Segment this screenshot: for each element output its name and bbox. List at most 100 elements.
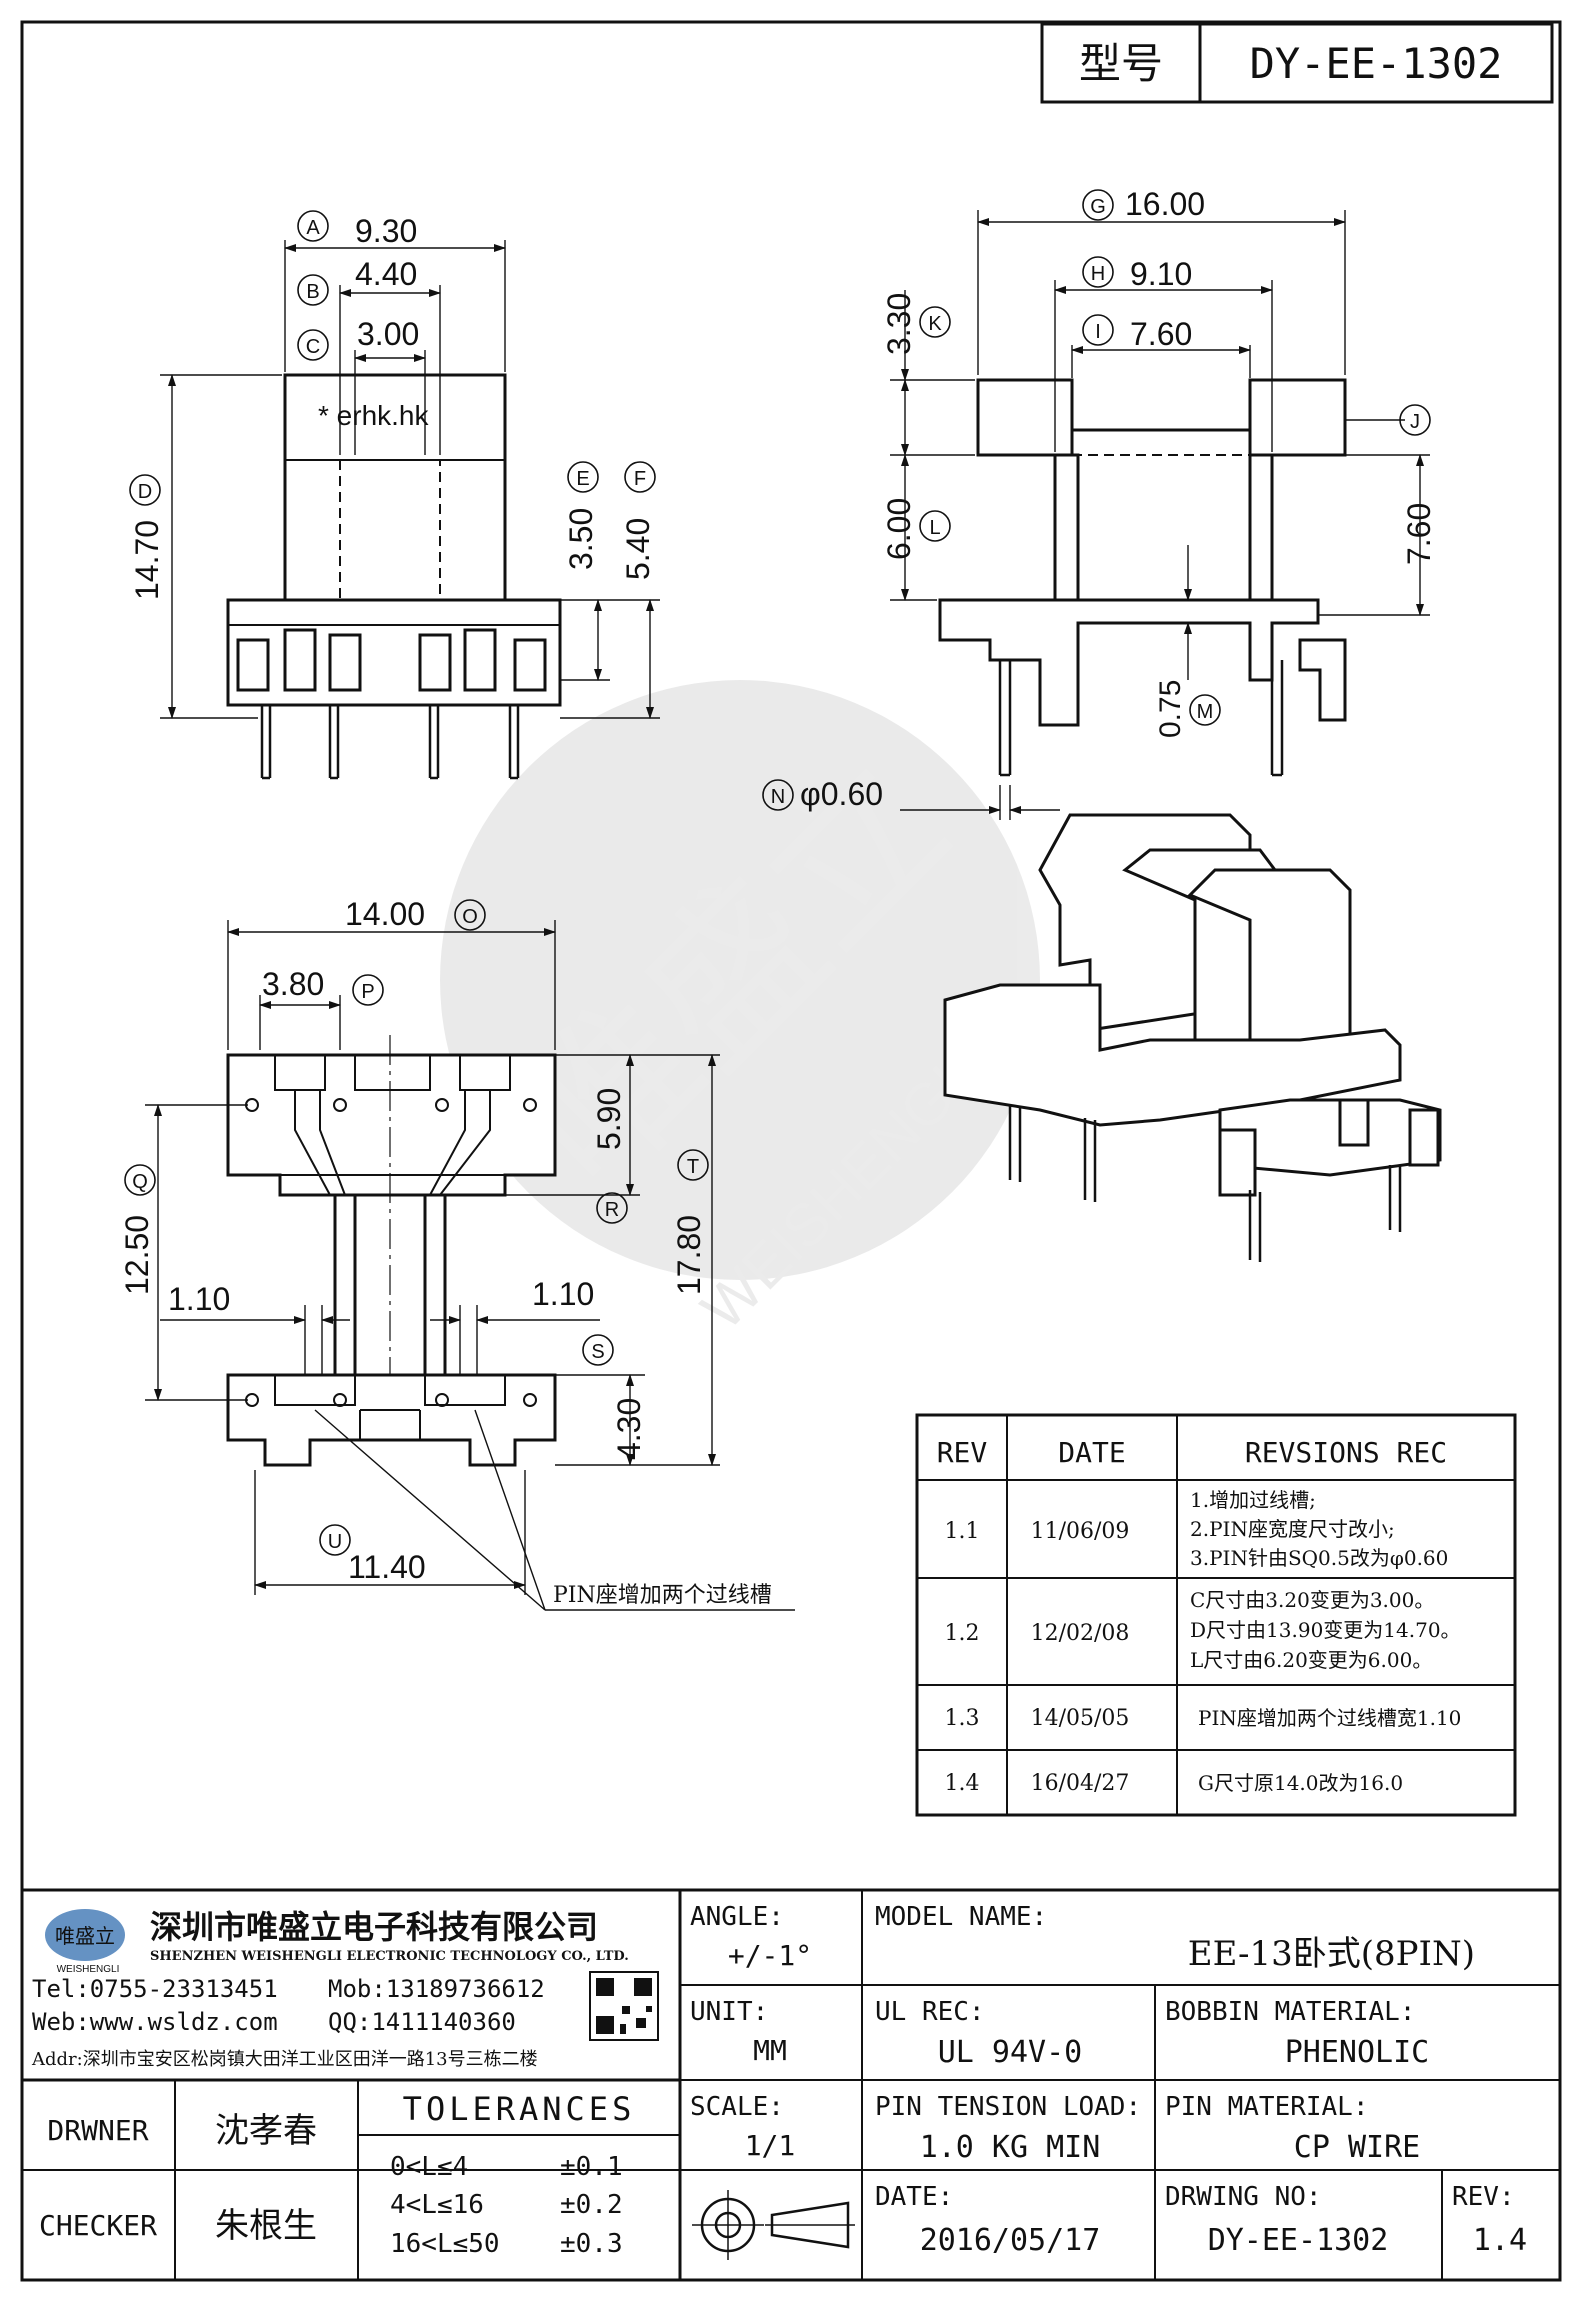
rev-header-date: DATE bbox=[1058, 1436, 1125, 1469]
revision-table: REV DATE REVSIONS REC 1.1 11/06/09 1.增加过… bbox=[915, 1413, 1517, 1817]
svg-text:1.10: 1.10 bbox=[532, 1276, 594, 1312]
drawer-name: 沈孝春 bbox=[215, 2111, 317, 2151]
tol-row-3-range: 16<L≤50 bbox=[390, 2229, 500, 2259]
rev-label: REV: bbox=[1452, 2182, 1515, 2212]
svg-text:14.00: 14.00 bbox=[345, 896, 425, 932]
dim-C: C 3.00 bbox=[297, 316, 419, 361]
bobbin-material-label: BOBBIN MATERIAL: bbox=[1165, 1997, 1415, 2027]
dim-M: M 0.75 bbox=[1154, 680, 1221, 738]
svg-text:O: O bbox=[462, 906, 478, 928]
rev-row-2-date: 12/02/08 bbox=[1031, 1621, 1130, 1646]
svg-text:9.30: 9.30 bbox=[355, 213, 417, 249]
rev-row-4-line-1: G尺寸原14.0改为16.0 bbox=[1198, 1771, 1403, 1795]
pin-material-value: CP WIRE bbox=[1294, 2130, 1420, 2165]
dim-110-left: 1.10 bbox=[168, 1281, 230, 1317]
watermark: 唯盛立 WEISHENGLI bbox=[440, 680, 1040, 1342]
rev-row-4-date: 16/04/27 bbox=[1031, 1771, 1130, 1796]
model-name-label: MODEL NAME: bbox=[875, 1902, 1047, 1932]
dim-O: O 14.00 bbox=[345, 896, 486, 932]
svg-text:3.00: 3.00 bbox=[357, 316, 419, 352]
svg-text:17.80: 17.80 bbox=[671, 1215, 707, 1295]
unit-value: MM bbox=[753, 2034, 787, 2067]
rev-header-rev: REV bbox=[937, 1436, 988, 1469]
company-tel: Tel:0755-23313451 bbox=[32, 1975, 278, 2003]
company-mob: Mob:13189736612 bbox=[328, 1975, 545, 2003]
dim-D: D 14.70 bbox=[129, 474, 165, 600]
rev-row-2-line-2: D尺寸由13.90变更为14.70。 bbox=[1190, 1618, 1461, 1642]
model-box-value: DY-EE-1302 bbox=[1250, 39, 1503, 88]
unit-label: UNIT: bbox=[690, 1997, 768, 2027]
company-qq: QQ:1411140360 bbox=[328, 2008, 516, 2036]
svg-text:D: D bbox=[138, 481, 152, 503]
svg-text:S: S bbox=[591, 1341, 604, 1363]
dim-H: H 9.10 bbox=[1082, 256, 1192, 292]
svg-text:12.50: 12.50 bbox=[119, 1215, 155, 1295]
dim-760-side: 7.60 bbox=[1401, 503, 1437, 565]
drawing-no-value: DY-EE-1302 bbox=[1208, 2223, 1389, 2258]
pin-tension-value: 1.0 KG MIN bbox=[920, 2130, 1101, 2165]
tol-row-2-range: 4<L≤16 bbox=[390, 2190, 484, 2220]
tolerances-title: TOLERANCES bbox=[403, 2090, 636, 2128]
drawing-no-label: DRWING NO: bbox=[1165, 2182, 1322, 2212]
rev-value: 1.4 bbox=[1473, 2223, 1527, 2258]
logo-subtext: WEISHENGLI bbox=[57, 1964, 120, 1975]
svg-text:3.30: 3.30 bbox=[881, 293, 917, 355]
rev-row-1-rev: 1.1 bbox=[945, 1519, 980, 1544]
svg-text:3.50: 3.50 bbox=[563, 508, 599, 570]
date-value: 2016/05/17 bbox=[920, 2223, 1101, 2258]
angle-value: +/-1° bbox=[728, 1939, 812, 1972]
svg-text:R: R bbox=[605, 1199, 619, 1221]
svg-text:C: C bbox=[306, 336, 320, 358]
sheet-border bbox=[20, 20, 1562, 2282]
svg-text:E: E bbox=[576, 468, 589, 490]
model-box-label: 型号 bbox=[1079, 40, 1163, 87]
scale-label: SCALE: bbox=[690, 2092, 784, 2122]
dim-430: 4.30 bbox=[611, 1398, 647, 1460]
svg-text:11.40: 11.40 bbox=[348, 1549, 426, 1585]
dim-F: F5.40 bbox=[620, 461, 656, 580]
rev-row-3-date: 14/05/05 bbox=[1031, 1706, 1130, 1731]
ul-rec-label: UL REC: bbox=[875, 1997, 985, 2027]
svg-text:9.10: 9.10 bbox=[1130, 256, 1192, 292]
dim-U: U11.40 bbox=[319, 1524, 426, 1585]
svg-text:7.60: 7.60 bbox=[1130, 316, 1192, 352]
pin-material-label: PIN MATERIAL: bbox=[1165, 2092, 1369, 2122]
svg-text:F: F bbox=[634, 468, 646, 490]
rev-row-1-line-3: 3.PIN针由SQ0.5改为φ0.60 bbox=[1190, 1546, 1448, 1570]
rev-row-3-rev: 1.3 bbox=[945, 1706, 980, 1731]
svg-text:14.70: 14.70 bbox=[129, 520, 165, 600]
svg-text:M: M bbox=[1197, 701, 1214, 723]
svg-text:Q: Q bbox=[132, 1171, 148, 1193]
svg-text:H: H bbox=[1091, 263, 1105, 285]
iso-view bbox=[943, 813, 1442, 1262]
svg-text:4.40: 4.40 bbox=[355, 256, 417, 292]
qr-code bbox=[589, 1971, 659, 2041]
svg-text:K: K bbox=[928, 313, 942, 335]
title-block: 唯盛立 WEISHENGLI 深圳市唯盛立电子科技有限公司 SHENZHEN W… bbox=[22, 1888, 1560, 2280]
top-view-note: PIN座增加两个过线槽 bbox=[553, 1583, 772, 1608]
svg-text:φ0.60: φ0.60 bbox=[800, 776, 883, 812]
svg-text:3.80: 3.80 bbox=[262, 966, 324, 1002]
projection-symbol bbox=[692, 2190, 855, 2260]
rev-row-1-date: 11/06/09 bbox=[1031, 1519, 1130, 1544]
svg-text:A: A bbox=[306, 217, 320, 239]
svg-text:0.75: 0.75 bbox=[1154, 680, 1187, 738]
company-addr: Addr:深圳市宝安区松岗镇大田洋工业区田洋一路13号三栋二楼 bbox=[31, 2049, 538, 2070]
dim-K: K 3.30 bbox=[881, 293, 951, 355]
company-logo: 唯盛立 WEISHENGLI bbox=[45, 1909, 125, 1975]
svg-text:J: J bbox=[1410, 411, 1420, 433]
company-name-cn: 深圳市唯盛立电子科技有限公司 bbox=[150, 1909, 598, 1945]
top-view: O14.00 P3.80 Q12.50 R5.90 T17.80 1.10 S1… bbox=[119, 896, 795, 1611]
model-box: 型号 DY-EE-1302 bbox=[1040, 22, 1554, 104]
svg-text:T: T bbox=[687, 1156, 699, 1178]
dim-B: B 4.40 bbox=[297, 256, 417, 306]
dim-S: S 1.10 bbox=[532, 1276, 614, 1366]
svg-text:6.00: 6.00 bbox=[881, 498, 917, 560]
svg-text:B: B bbox=[306, 281, 319, 303]
